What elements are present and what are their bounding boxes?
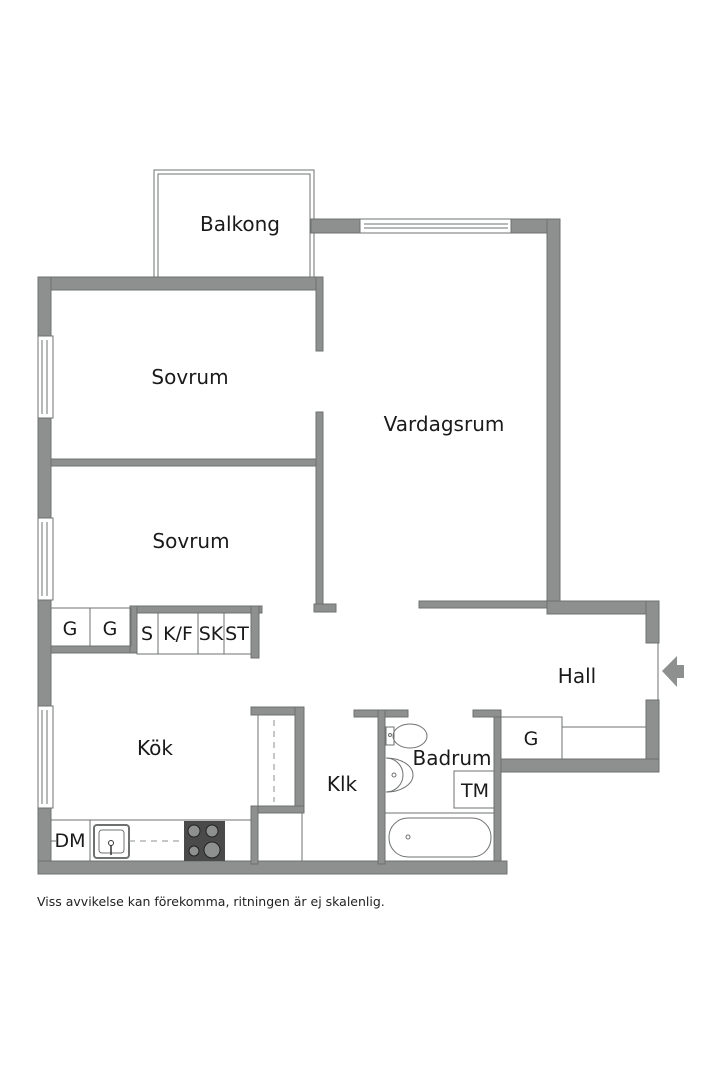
- disclaimer-text: Viss avvikelse kan förekomma, ritningen …: [37, 894, 385, 909]
- room-label-badrum: Badrum: [412, 746, 492, 770]
- wardrobe-label-2: G: [102, 618, 118, 640]
- bathroom-fixtures: [385, 723, 495, 858]
- room-label-kok: Kök: [137, 736, 173, 760]
- kitchen-counter: [50, 819, 252, 862]
- room-label-balkong: Balkong: [199, 212, 281, 236]
- wardrobe-label-1: G: [62, 618, 78, 640]
- storage: [50, 607, 647, 862]
- windows: [37, 218, 659, 809]
- toilet-icon: [392, 723, 428, 749]
- cabinet-label-kf: K/F: [163, 623, 193, 645]
- cabinet-label-sk: SK: [198, 623, 224, 645]
- room-label-vardagsrum: Vardagsrum: [383, 412, 505, 436]
- cabinet-label-s: S: [140, 623, 154, 645]
- dishwasher-label: DM: [54, 830, 86, 852]
- sink-icon: [385, 757, 404, 793]
- wardrobe-label-hall: G: [523, 728, 539, 750]
- room-label-hall: Hall: [557, 664, 597, 688]
- room-label-klk: Klk: [326, 772, 358, 796]
- washer-label: TM: [461, 780, 489, 802]
- entrance-arrow-icon: [662, 656, 684, 687]
- bathtub-icon: [388, 817, 492, 858]
- room-label-sovrum-2: Sovrum: [152, 529, 230, 553]
- cabinet-label-st: ST: [225, 623, 249, 645]
- room-label-sovrum-1: Sovrum: [151, 365, 229, 389]
